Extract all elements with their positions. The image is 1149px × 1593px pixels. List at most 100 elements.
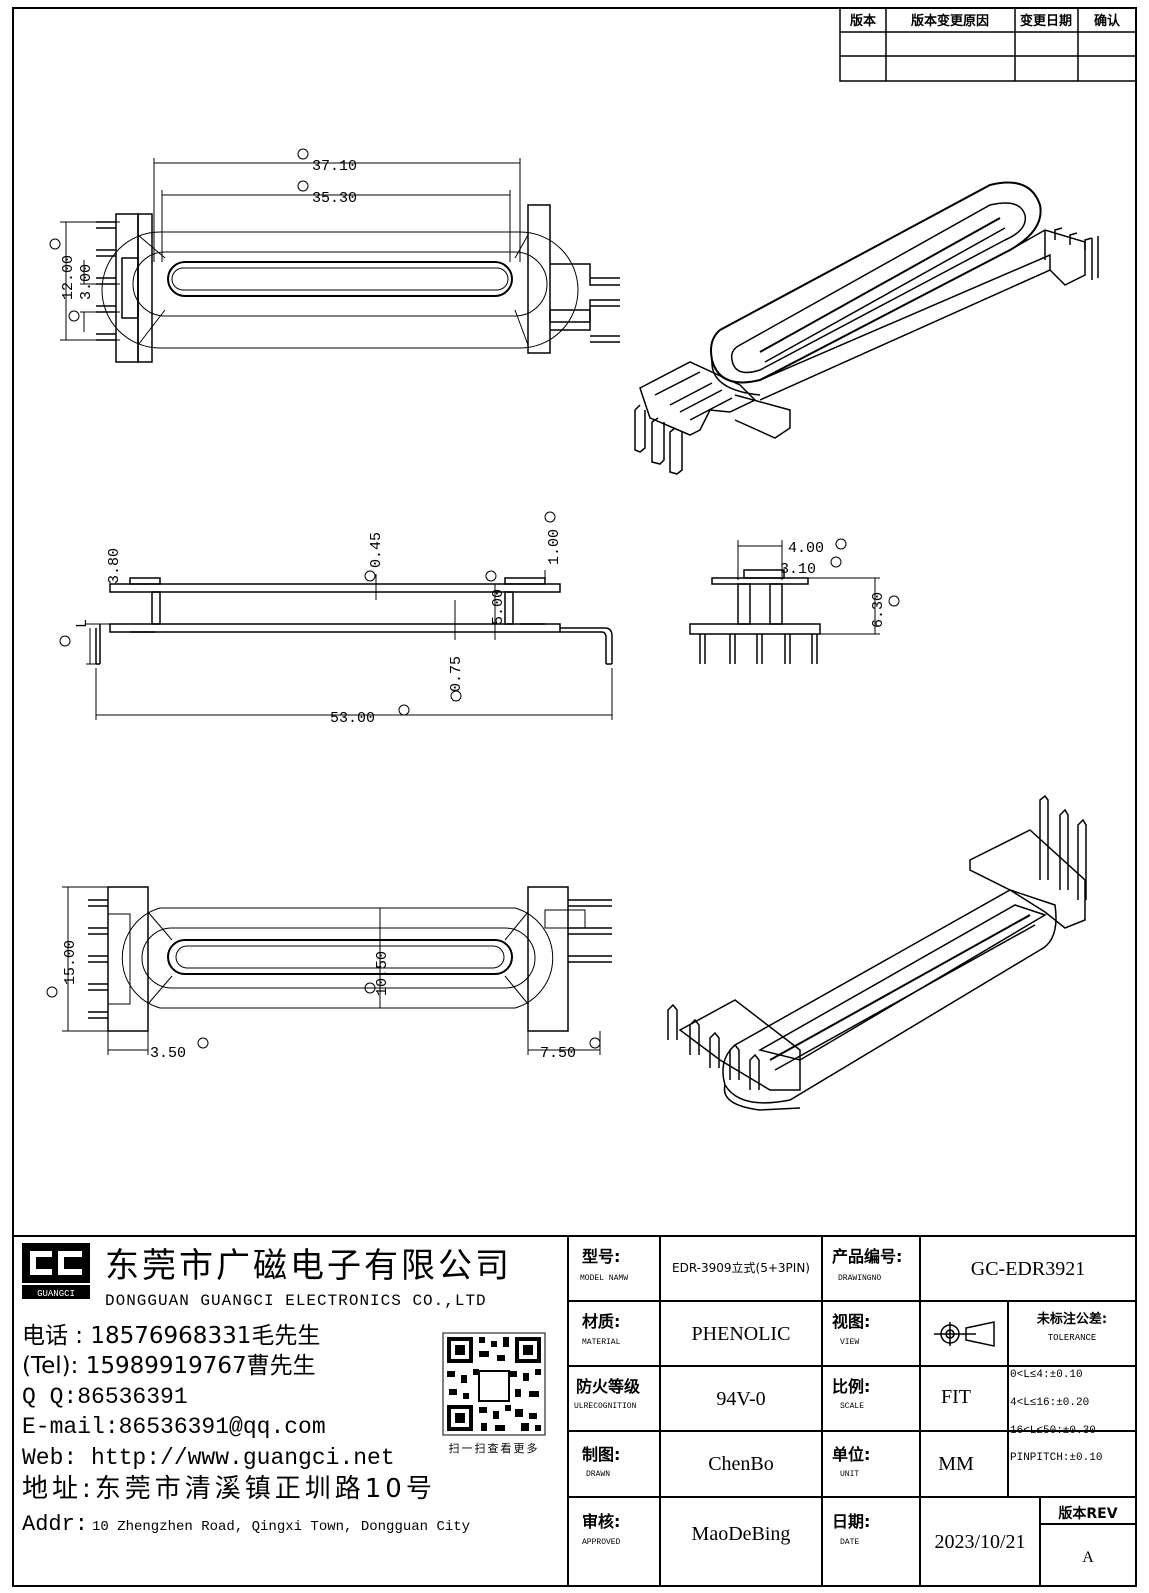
isometric-view-top: [634, 181, 1099, 475]
qr-code: [442, 1332, 546, 1436]
contact-web: Web: http://www.guangci.net: [22, 1445, 395, 1471]
model-label: 型号:: [582, 1247, 620, 1266]
scale-label-en: SCALE: [840, 1402, 864, 1411]
tolerance-symbol: [297, 180, 309, 192]
top-view: [96, 204, 620, 363]
revision-value: A: [1082, 1549, 1094, 1566]
tolerance-symbol: [485, 570, 497, 582]
tolerance-symbol: [46, 986, 58, 998]
contact-email: E-mail:86536391@qq.com: [22, 1414, 326, 1440]
date-label-en: DATE: [840, 1538, 859, 1547]
revision-label: 版本REV: [1058, 1505, 1117, 1522]
tolerance-symbol: [544, 511, 556, 523]
dim-0-75: 0.75: [448, 656, 465, 692]
tolerance-symbol: [59, 635, 71, 647]
front-view: [95, 577, 613, 665]
company-name-cn: 东莞市广磁电子有限公司: [105, 1246, 512, 1286]
tolerance-range-3: 16<L≤50:±0.30: [1010, 1425, 1096, 1437]
drawing-border: [12, 7, 1137, 1587]
dim-35-30: 35.30: [312, 190, 357, 207]
dim-53-00: 53.00: [330, 710, 375, 727]
side-view-dimensions: [737, 540, 880, 635]
contact-qq: Q Q:86536391: [22, 1384, 188, 1410]
drawn-value: ChenBo: [708, 1453, 774, 1475]
product-number-value: GC-EDR3921: [971, 1258, 1085, 1280]
revision-header-date: 变更日期: [1020, 13, 1072, 29]
dim-l: L: [74, 619, 91, 628]
fire-rating-label-en: ULRECOGNITION: [574, 1402, 637, 1411]
contact-address-cn: 地址:东莞市清溪镇正圳路10号: [22, 1474, 436, 1504]
fire-rating-label: 防火等级: [576, 1377, 641, 1396]
material-label-en: MATERIAL: [582, 1338, 621, 1347]
material-label: 材质:: [582, 1312, 620, 1331]
product-number-label: 产品编号:: [832, 1247, 902, 1266]
dim-37-10: 37.10: [312, 158, 357, 175]
projection-symbol-icon: [934, 1321, 995, 1347]
tolerance-symbol: [830, 556, 842, 568]
dim-6-30: 6.30: [870, 592, 887, 628]
dim-12-00: 12.00: [60, 255, 77, 300]
material-value: PHENOLIC: [692, 1323, 791, 1345]
tolerance-symbol: [197, 1037, 209, 1049]
dim-5-00: 5.00: [490, 589, 507, 625]
fire-rating-value: 94V-0: [716, 1388, 765, 1410]
tolerance-pin-pitch: PINPITCH:±0.10: [1010, 1452, 1102, 1464]
model-label-en: MODEL NAMW: [580, 1274, 628, 1283]
approved-label-en: APPROVED: [582, 1538, 621, 1547]
tolerance-symbol: [49, 238, 61, 250]
bottom-view-dimensions: [62, 886, 601, 1055]
tolerance-label: 未标注公差:: [1036, 1311, 1107, 1327]
model-value: EDR-3909立式(5+3PIN): [672, 1260, 810, 1275]
revision-header-version: 版本: [850, 13, 876, 29]
qr-caption: 扫一扫查看更多: [449, 1441, 540, 1455]
dim-3-10: 3.10: [780, 561, 816, 578]
scale-value: FIT: [941, 1386, 971, 1408]
revision-header-reason: 版本变更原因: [911, 13, 989, 29]
contact-address-en-label: Addr:: [22, 1512, 88, 1537]
tolerance-symbol: [364, 570, 376, 582]
logo-text: GUANGCI: [37, 1289, 75, 1299]
tolerance-symbol: [589, 1037, 601, 1049]
isometric-view-bottom: [667, 794, 1087, 1111]
dim-3-00: 3.00: [78, 264, 95, 300]
title-block-grid: [13, 1235, 1136, 1586]
contact-tel-1: 电话 : 18576968331毛先生: [22, 1323, 320, 1349]
date-label: 日期:: [832, 1512, 870, 1531]
company-name-en: DONGGUAN GUANGCI ELECTRONICS CO.,LTD: [105, 1292, 487, 1310]
bottom-view: [88, 886, 612, 1032]
tolerance-symbol: [68, 310, 80, 322]
revision-header-confirm: 确认: [1094, 13, 1121, 29]
tolerance-symbol: [398, 704, 410, 716]
top-view-dimensions: [60, 158, 521, 341]
date-value: 2023/10/21: [934, 1531, 1025, 1553]
dim-1-00: 1.00: [546, 529, 563, 565]
contact-tel-2: (Tel): 15989919767曹先生: [22, 1353, 316, 1379]
dim-7-50: 7.50: [540, 1045, 576, 1062]
dim-4-00: 4.00: [788, 540, 824, 557]
product-number-label-en: DRAWINGNO: [838, 1274, 881, 1283]
tolerance-symbol: [888, 595, 900, 607]
view-label-en: VIEW: [840, 1338, 859, 1347]
contact-address-en: 10 Zhengzhen Road, Qingxi Town, Dongguan…: [92, 1519, 470, 1535]
unit-label: 单位:: [832, 1445, 870, 1464]
unit-label-en: UNIT: [840, 1470, 859, 1479]
front-view-dimensions: [86, 570, 613, 720]
dim-3-50: 3.50: [150, 1045, 186, 1062]
scale-label: 比例:: [832, 1377, 870, 1396]
unit-value: MM: [938, 1453, 974, 1475]
tolerance-symbol: [297, 148, 309, 160]
dim-15-00: 15.00: [62, 940, 79, 985]
approved-value: MaoDeBing: [692, 1523, 791, 1545]
view-label: 视图:: [832, 1312, 870, 1331]
tolerance-label-en: TOLERANCE: [1048, 1333, 1097, 1343]
tolerance-range-2: 4<L≤16:±0.20: [1010, 1397, 1089, 1409]
dim-3-80: 3.80: [106, 548, 123, 584]
side-view: [689, 569, 821, 664]
dim-10-50: 10.50: [374, 951, 391, 996]
revision-table: [839, 7, 1137, 82]
dim-0-45: 0.45: [368, 532, 385, 568]
drawn-label-en: DRAWN: [586, 1470, 610, 1479]
company-logo: [22, 1243, 90, 1299]
drawn-label: 制图:: [582, 1445, 620, 1464]
